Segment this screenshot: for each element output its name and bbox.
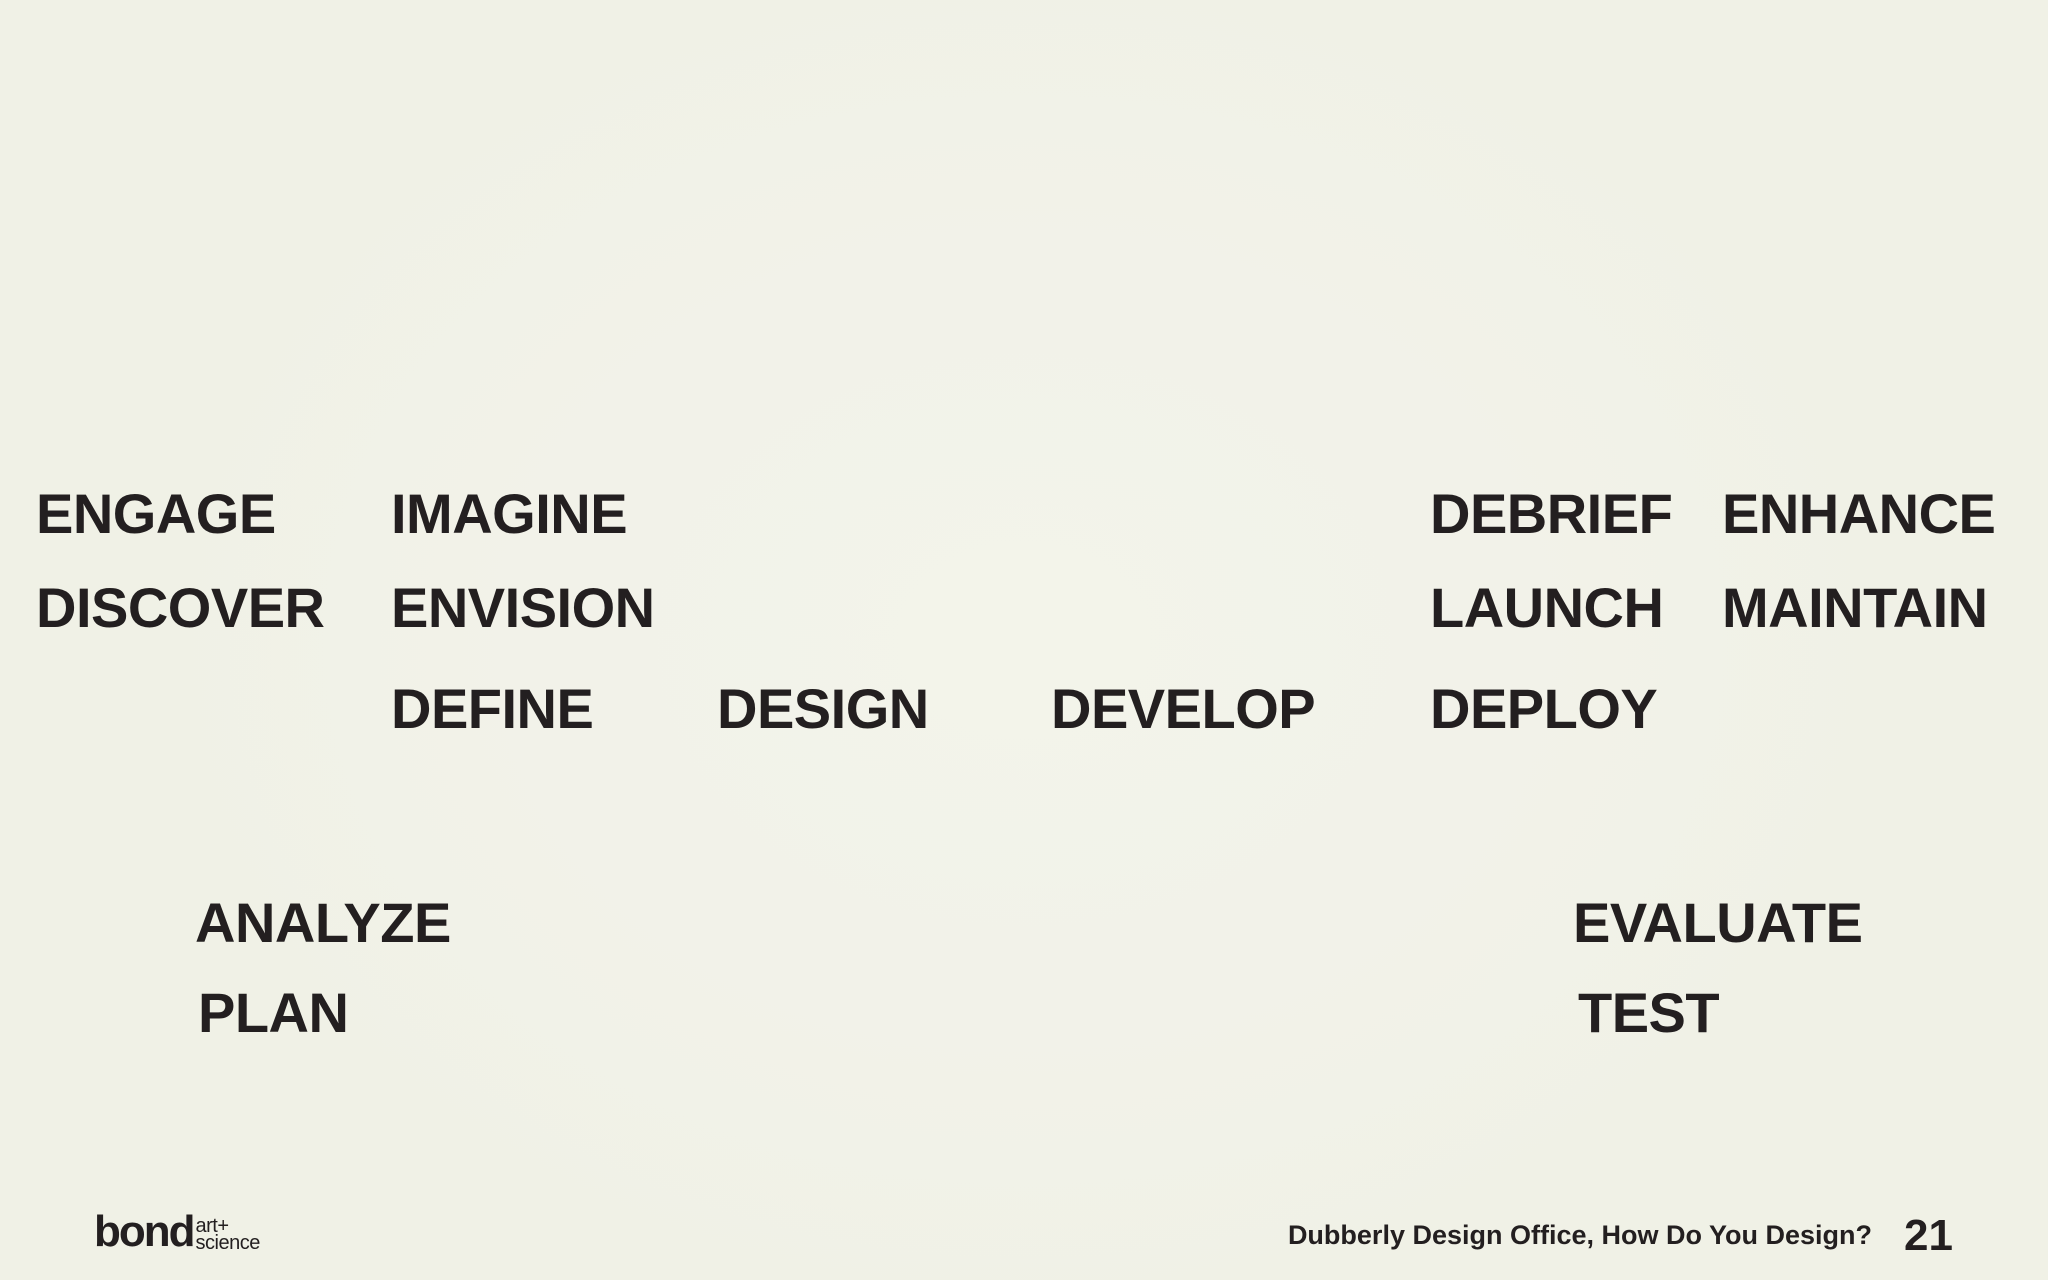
word-develop: DEVELOP bbox=[1051, 677, 1316, 740]
word-envision: ENVISION bbox=[391, 576, 655, 639]
word-engage: ENGAGE bbox=[36, 482, 276, 545]
word-enhance: ENHANCE bbox=[1722, 482, 1996, 545]
word-imagine: IMAGINE bbox=[391, 482, 628, 545]
word-plan: PLAN bbox=[198, 981, 349, 1044]
page-number: 21 bbox=[1904, 1211, 1953, 1260]
word-deploy: DEPLOY bbox=[1430, 677, 1658, 740]
bond-logo: bond art+ science bbox=[94, 1207, 261, 1256]
word-define: DEFINE bbox=[391, 677, 594, 740]
logo-sub-line-2: science bbox=[195, 1232, 261, 1254]
word-launch: LAUNCH bbox=[1430, 576, 1664, 639]
word-maintain: MAINTAIN bbox=[1722, 576, 1988, 639]
word-evaluate: EVALUATE bbox=[1573, 891, 1863, 954]
logo-subtitle: art+ science bbox=[195, 1215, 261, 1254]
word-design: DESIGN bbox=[717, 677, 929, 740]
logo-sub-line-1: art+ bbox=[195, 1215, 230, 1237]
footer-credit: Dubberly Design Office, How Do You Desig… bbox=[1287, 1220, 1872, 1250]
word-analyze: ANALYZE bbox=[195, 891, 451, 954]
logo-wordmark: bond bbox=[94, 1207, 196, 1256]
word-discover: DISCOVER bbox=[36, 576, 325, 639]
word-test: TEST bbox=[1578, 981, 1720, 1044]
word-debrief: DEBRIEF bbox=[1430, 482, 1673, 545]
